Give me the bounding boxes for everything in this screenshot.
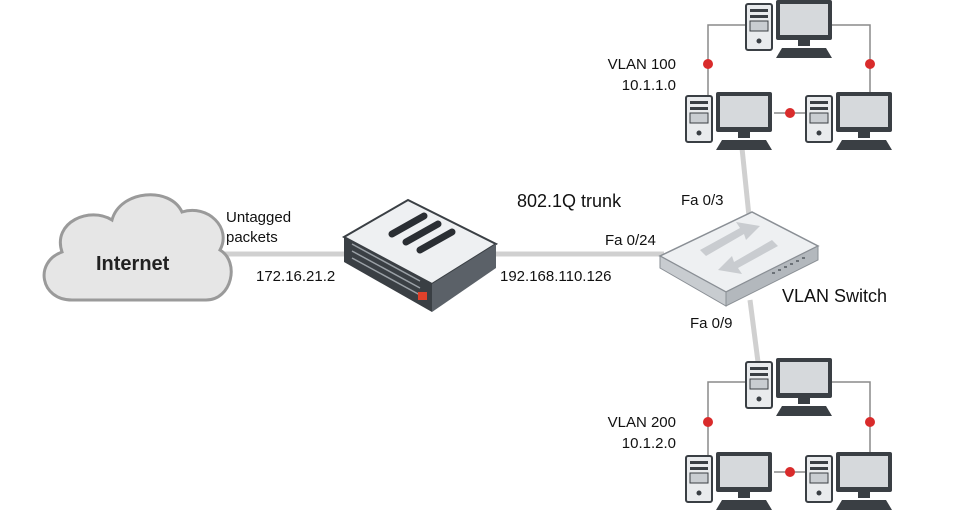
pc-icon — [685, 451, 773, 511]
vlan200-uplink — [747, 299, 761, 363]
fa24-label: Fa 0/24 — [605, 232, 656, 249]
pc-icon — [805, 451, 893, 511]
untagged-label: Untagged packets — [226, 209, 292, 246]
internet-cloud — [42, 193, 233, 302]
vlan100-subnet: 10.1.1.0 — [621, 77, 676, 94]
vlan100-name: VLAN 100 — [607, 56, 676, 73]
trunk-label: 802.1Q trunk — [517, 191, 622, 211]
firewall-device — [341, 198, 499, 312]
lan-node — [865, 417, 875, 427]
wan-ip-label: 172.16.21.2 — [256, 268, 336, 285]
pc-icon — [685, 91, 773, 151]
vlan100-pcs — [685, 0, 893, 151]
vlan-switch-device — [658, 211, 820, 307]
switch-label: VLAN Switch — [782, 286, 888, 306]
lan-node — [703, 59, 713, 69]
vlan200-pcs — [685, 357, 893, 511]
lan-node — [785, 467, 795, 477]
pc-icon — [745, 357, 833, 417]
lan-node — [785, 108, 795, 118]
fa3-label: Fa 0/3 — [681, 192, 724, 209]
lan-node — [865, 59, 875, 69]
vlan200-name: VLAN 200 — [607, 414, 676, 431]
vlan200-subnet: 10.1.2.0 — [621, 435, 676, 452]
internet-label: Internet — [96, 253, 170, 275]
links — [222, 147, 761, 363]
vlan200-lan — [703, 381, 875, 477]
lan-ip-label: 192.168.110.126 — [500, 268, 612, 285]
pc-icon — [745, 0, 833, 59]
lan-node — [703, 417, 713, 427]
vlan100-lan — [703, 24, 875, 118]
fa9-label: Fa 0/9 — [690, 315, 733, 332]
pc-icon — [805, 91, 893, 151]
